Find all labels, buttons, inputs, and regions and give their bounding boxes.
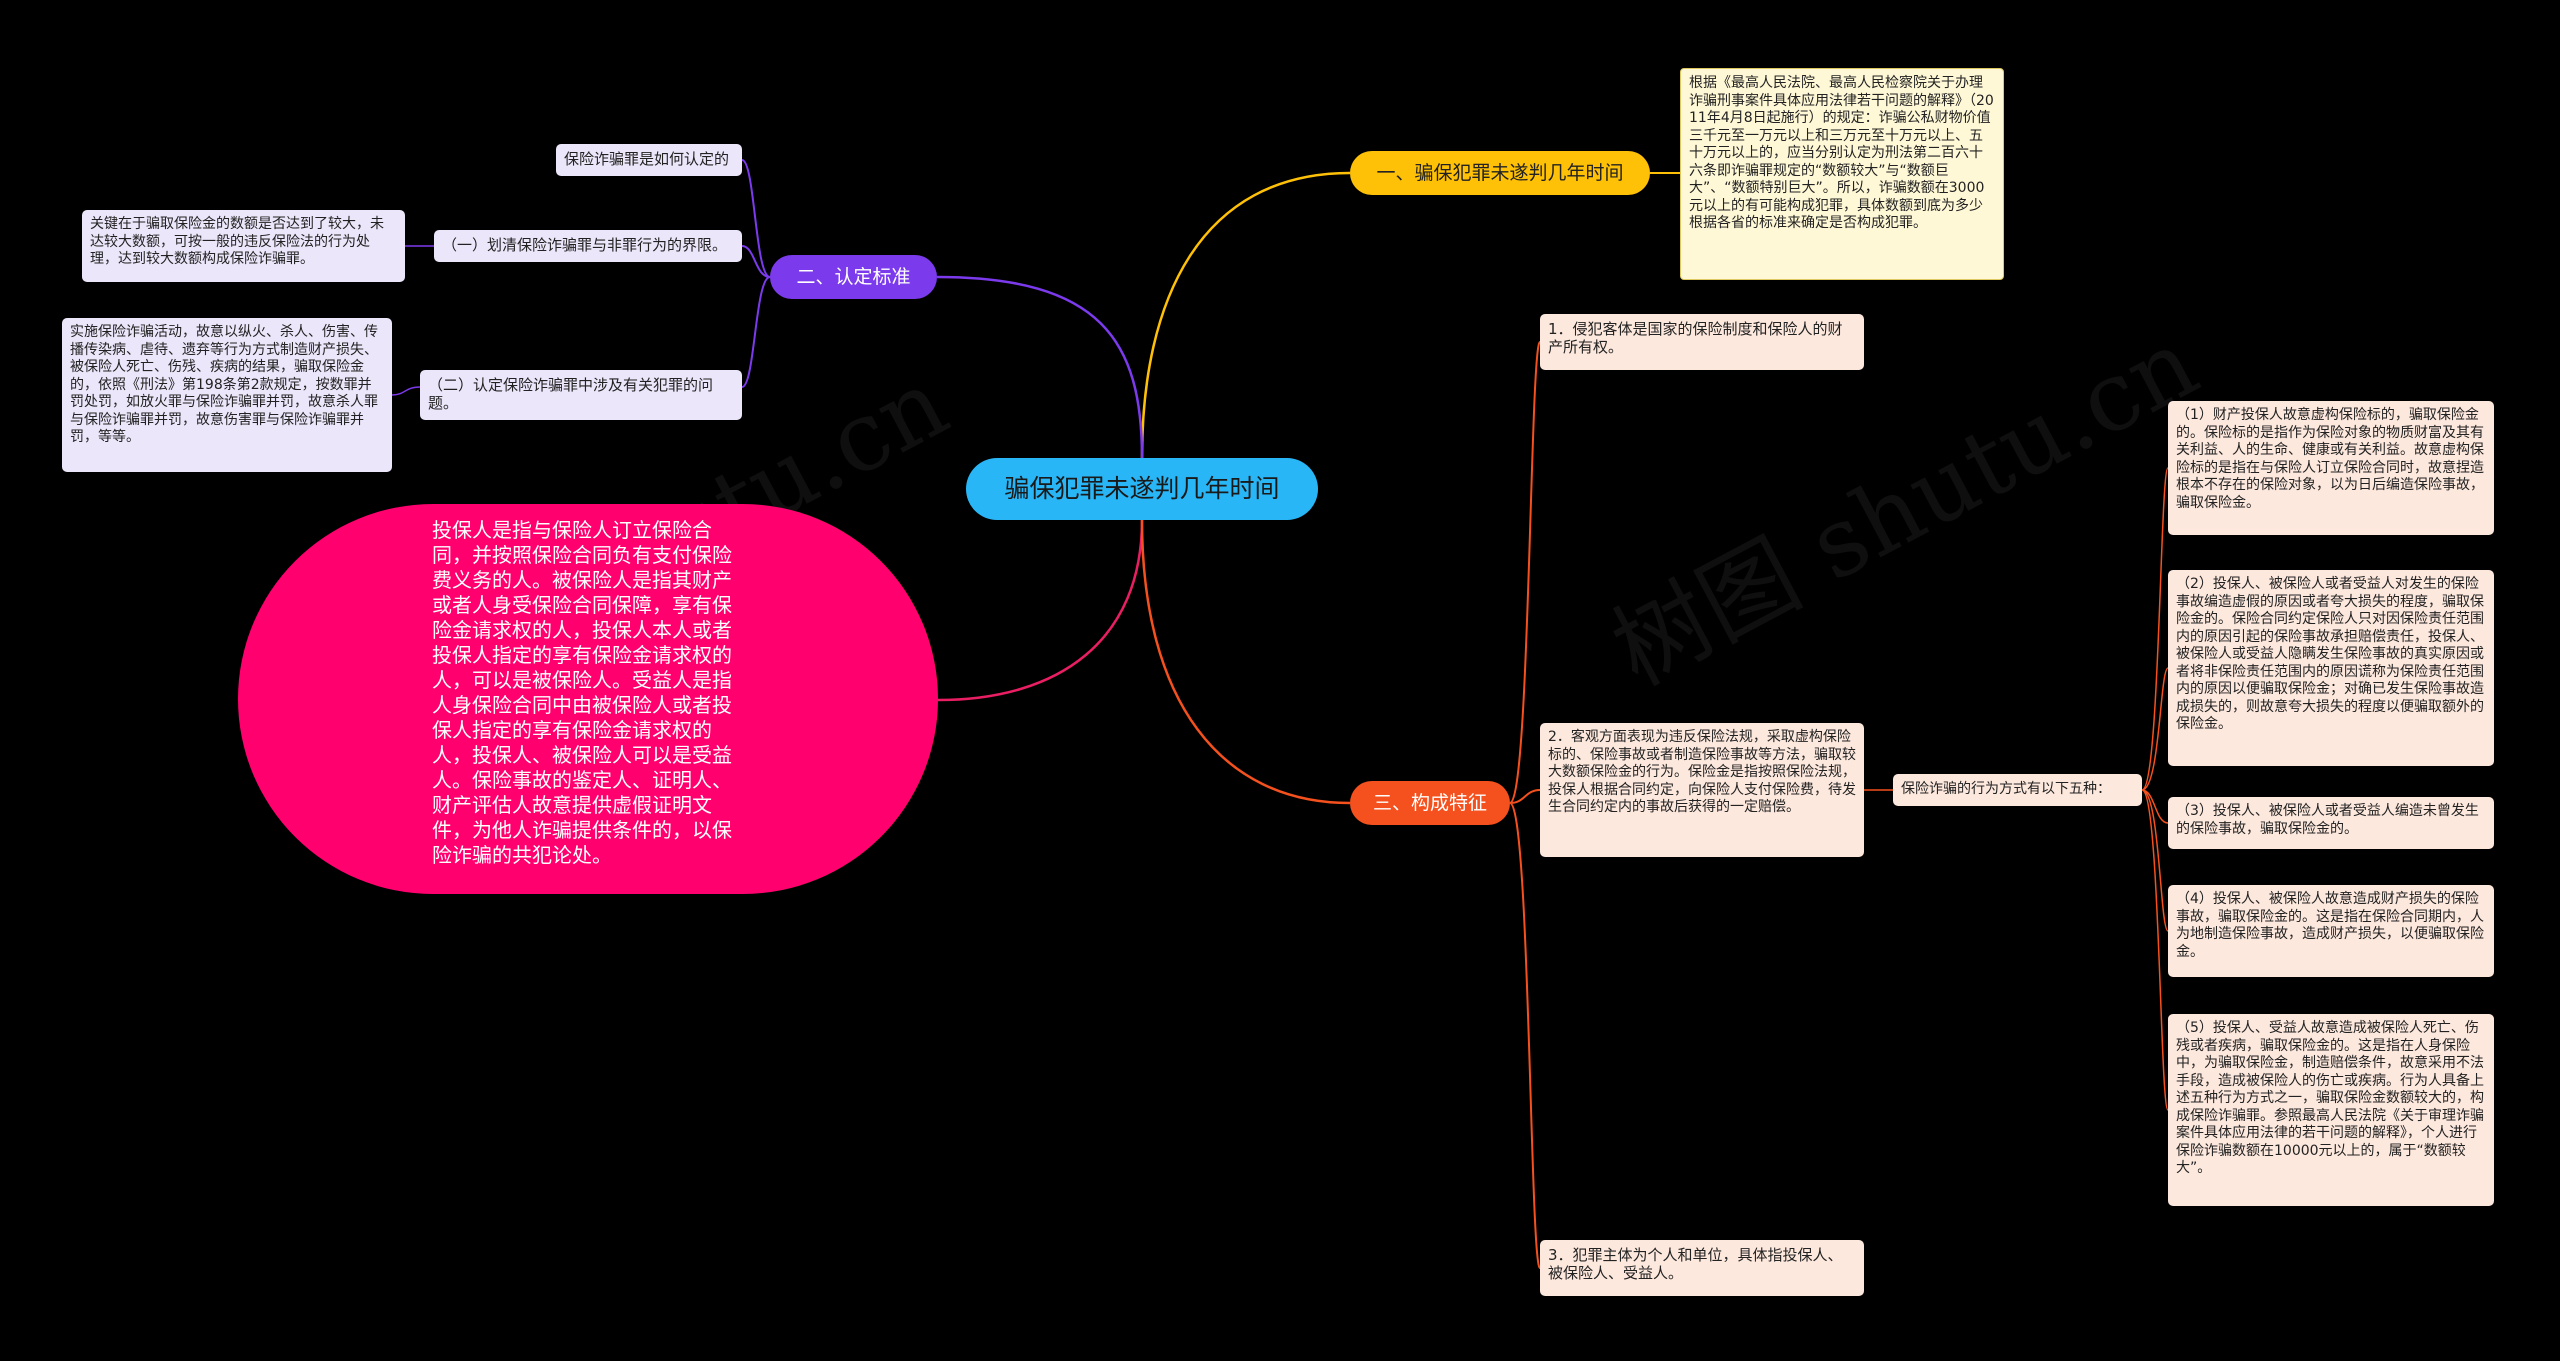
behavior-type-2[interactable]: （2）投保人、被保险人或者受益人对发生的保险事故编造虚假的原因或者夸大损失的程度… xyxy=(2168,570,2494,766)
behavior-type-1[interactable]: （1）财产投保人故意虚构保险标的，骗取保险金的。保险标的是指作为保险对象的物质财… xyxy=(2168,401,2494,535)
behavior-type-3[interactable]: （3）投保人、被保险人或者受益人编造未曾发生的保险事故，骗取保险金的。 xyxy=(2168,797,2494,849)
branch-2-sub-2-detail[interactable]: 实施保险诈骗活动，故意以纵火、杀人、伤害、传播传染病、虐待、遗弃等行为方式制造财… xyxy=(62,318,392,472)
link-root-b3 xyxy=(1140,519,1351,805)
link-b3-children xyxy=(1509,341,1541,1269)
branch-3-topic[interactable]: 三、构成特征 xyxy=(1350,781,1510,825)
branch-1-detail[interactable]: 根据《最高人民法院、最高人民检察院关于办理诈骗刑事案件具体应用法律若干问题的解释… xyxy=(1680,68,2004,280)
behavior-type-4[interactable]: （4）投保人、被保险人故意造成财产损失的保险事故，骗取保险金的。这是指在保险合同… xyxy=(2168,885,2494,977)
branch-3-child-1[interactable]: 1．侵犯客体是国家的保险制度和保险人的财产所有权。 xyxy=(1540,314,1864,370)
branch-2-sub-2[interactable]: （二）认定保险诈骗罪中涉及有关犯罪的问题。 xyxy=(420,370,742,420)
branch-2-topic[interactable]: 二、认定标准 xyxy=(770,255,937,299)
behavior-type-5[interactable]: （5）投保人、受益人故意造成被保险人死亡、伤残或者疾病，骗取保险金的。这是指在人… xyxy=(2168,1014,2494,1206)
insured-parties-note[interactable]: 投保人是指与保险人订立保险合同，并按照保险合同负有支付保险费义务的人。被保险人是… xyxy=(238,504,938,894)
branch-2-sub-1-detail[interactable]: 关键在于骗取保险金的数额是否达到了较大，未达较大数额，可按一般的违反保险法的行为… xyxy=(82,210,405,282)
behavior-types-heading[interactable]: 保险诈骗的行为方式有以下五种： xyxy=(1893,774,2142,806)
link-mid-children xyxy=(2141,467,2169,1111)
branch-3-child-3[interactable]: 3．犯罪主体为个人和单位，具体指投保人、被保险人、受益人。 xyxy=(1540,1240,1864,1296)
branch-2-question[interactable]: 保险诈骗罪是如何认定的 xyxy=(556,144,742,176)
branch-2-sub-1[interactable]: （一）划清保险诈骗罪与非罪行为的界限。 xyxy=(434,230,742,262)
branch-3-child-2[interactable]: 2．客观方面表现为违反保险法规，采取虚构保险标的、保险事故或者制造保险事故等方法… xyxy=(1540,723,1864,857)
link-root-b2 xyxy=(936,275,1144,459)
link-root-b1 xyxy=(1140,171,1351,459)
insured-parties-text: 投保人是指与保险人订立保险合同，并按照保险合同负有支付保险费义务的人。被保险人是… xyxy=(432,518,732,867)
link-b2-children xyxy=(741,159,771,388)
branch-1-topic[interactable]: 一、骗保犯罪未遂判几年时间 xyxy=(1350,151,1650,195)
link-root-pink xyxy=(937,519,1144,702)
root-topic[interactable]: 骗保犯罪未遂判几年时间 xyxy=(966,458,1318,520)
link-b2sub2-leaf xyxy=(391,386,421,396)
